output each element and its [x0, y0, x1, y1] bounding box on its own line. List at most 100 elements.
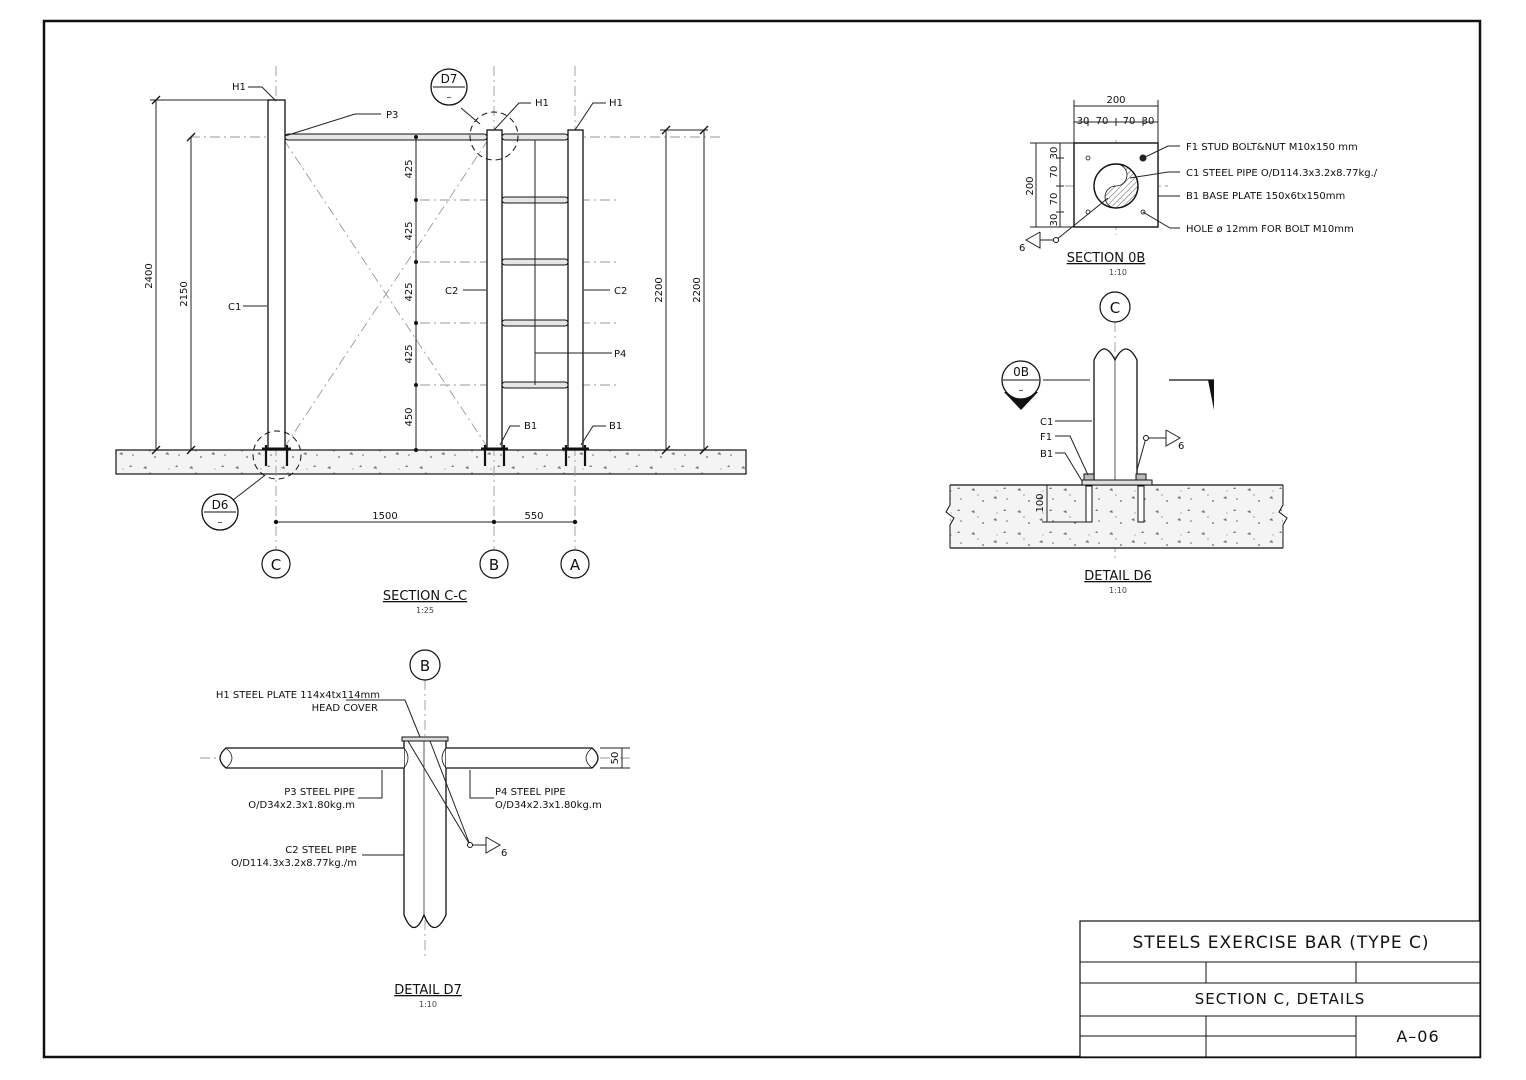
sheet-title: SECTION C, DETAILS: [1195, 990, 1365, 1008]
svg-text:–: –: [1019, 385, 1024, 396]
dim-2400: 2400: [144, 263, 155, 288]
grid-bubble-b-d7: B: [409, 649, 441, 681]
sheet-number: A–06: [1396, 1027, 1439, 1046]
detail-d7: B 50 6 H1 STEEL PLATE 114x4tx: [200, 649, 630, 1009]
detail-d7-scale: 1:10: [419, 1000, 437, 1009]
section-cc-title: SECTION C-C: [383, 589, 467, 604]
tag-c2-b: C2: [445, 286, 458, 297]
pipe-p4-d7: [446, 747, 599, 769]
dim-100: 100: [1035, 493, 1046, 512]
tag-c2-a: C2: [614, 286, 627, 297]
pipe-c2-d7: [403, 740, 447, 929]
dim-70-b: 70: [1123, 116, 1136, 127]
detail-d7-title: DETAIL D7: [394, 983, 462, 998]
note-c1: C1 STEEL PIPE O/D114.3x3.2x8.77kg./: [1186, 168, 1378, 179]
dim-550: 550: [524, 511, 543, 522]
dim-425-3: 425: [404, 282, 415, 301]
grid-bubble-c-d6: C: [1099, 291, 1131, 323]
column-c2-a: [567, 129, 584, 451]
dim-70-d: 70: [1049, 193, 1060, 206]
tag-c1-d6: C1: [1040, 417, 1053, 428]
note-hole: HOLE ø 12mm FOR BOLT M10mm: [1186, 224, 1354, 235]
dim-2200-a: 2200: [654, 277, 665, 302]
dim-50: 50: [610, 752, 621, 765]
dim-450: 450: [404, 407, 415, 426]
dim-30-c: 30: [1049, 147, 1060, 160]
callout-0b[interactable]: 0B –: [1001, 360, 1041, 410]
pipe-c1-d6: [1093, 348, 1138, 480]
svg-text:C: C: [1110, 299, 1120, 317]
note-p4-2: O/D34x2.3x1.80kg.m: [495, 800, 602, 811]
callout-d6[interactable]: D6 –: [201, 493, 239, 531]
sheet-border: [42, 19, 1482, 1059]
tag-h1-b: H1: [535, 98, 549, 109]
note-c2-1: C2 STEEL PIPE: [285, 845, 357, 856]
grid-bubble-a: A: [560, 549, 590, 579]
tag-b1-d6: B1: [1040, 449, 1053, 460]
note-h1-2: HEAD COVER: [312, 703, 378, 714]
svg-text:D7: D7: [441, 72, 458, 86]
tag-h1-left: H1: [232, 82, 246, 93]
callout-d7[interactable]: D7 –: [430, 68, 468, 106]
tag-c1: C1: [228, 302, 241, 313]
note-p4-1: P4 STEEL PIPE: [495, 787, 566, 798]
ground-slab: [115, 449, 747, 475]
grid-bubble-b: B: [479, 549, 509, 579]
detail-d6-title: DETAIL D6: [1084, 569, 1152, 584]
section-cc: 2400 2150 2200 2200 425 425 425 425 450 …: [115, 66, 747, 615]
dim-70-a: 70: [1096, 116, 1109, 127]
dim-30-a: 30: [1077, 116, 1090, 127]
tag-b1-b: B1: [524, 421, 537, 432]
head-cover-plate: [401, 736, 449, 742]
svg-text:–: –: [447, 92, 452, 103]
weld-6-0b: 6: [1019, 243, 1025, 254]
note-h1-1: H1 STEEL PLATE 114x4tx114mm: [216, 690, 380, 701]
section-cc-scale: 1:25: [416, 606, 434, 615]
tag-h1-a: H1: [609, 98, 623, 109]
title-block: STEELS EXERCISE BAR (TYPE C) SECTION C, …: [1079, 920, 1481, 1058]
dim-70-c: 70: [1049, 166, 1060, 179]
dim-30-b: 30: [1142, 116, 1155, 127]
dim-200-side: 200: [1025, 176, 1036, 195]
dim-425-2: 425: [404, 221, 415, 240]
svg-text:0B: 0B: [1013, 365, 1029, 379]
pipe-p3-d7: [219, 747, 404, 769]
note-b1: B1 BASE PLATE 150x6tx150mm: [1186, 191, 1345, 202]
section-0b-scale: 1:10: [1109, 268, 1127, 277]
dim-1500: 1500: [372, 511, 397, 522]
dim-425-4: 425: [404, 344, 415, 363]
svg-text:A: A: [570, 556, 581, 574]
dim-200-top: 200: [1106, 95, 1125, 106]
pipe-p3: [284, 133, 488, 141]
svg-text:C: C: [271, 556, 281, 574]
section-0b-title: SECTION 0B: [1067, 251, 1146, 266]
slab-d6: [950, 485, 1283, 548]
column-c2-b: [486, 129, 503, 451]
note-f1: F1 STUD BOLT&NUT M10x150 mm: [1186, 142, 1358, 153]
tag-f1-d6: F1: [1040, 432, 1052, 443]
base-plate-d6: [1081, 479, 1153, 486]
svg-text:D6: D6: [212, 498, 229, 512]
weld-6-d6: 6: [1178, 441, 1184, 452]
weld-6-d7: 6: [501, 848, 507, 859]
svg-text:–: –: [218, 517, 223, 528]
dim-2200-b: 2200: [692, 277, 703, 302]
section-0b: 200 30 70 70 30 200 30 70 70 30 6 F1 STU…: [1019, 95, 1378, 277]
svg-text:B: B: [489, 556, 499, 574]
grid-bubble-c: C: [261, 549, 291, 579]
dim-425-1: 425: [404, 159, 415, 178]
svg-text:B: B: [420, 657, 430, 675]
tag-p3: P3: [386, 110, 398, 121]
detail-d6: C 100 6: [945, 291, 1288, 595]
dim-30-d: 30: [1049, 214, 1060, 227]
note-c2-2: O/D114.3x3.2x8.77kg./m: [231, 858, 357, 869]
project-title: STEELS EXERCISE BAR (TYPE C): [1132, 933, 1429, 953]
note-p3-2: O/D34x2.3x1.80kg.m: [248, 800, 355, 811]
rung-top: [501, 133, 569, 141]
tag-b1-a: B1: [609, 421, 622, 432]
tag-p4: P4: [614, 349, 626, 360]
detail-d6-scale: 1:10: [1109, 586, 1127, 595]
note-p3-1: P3 STEEL PIPE: [284, 787, 355, 798]
column-c1: [267, 99, 286, 451]
